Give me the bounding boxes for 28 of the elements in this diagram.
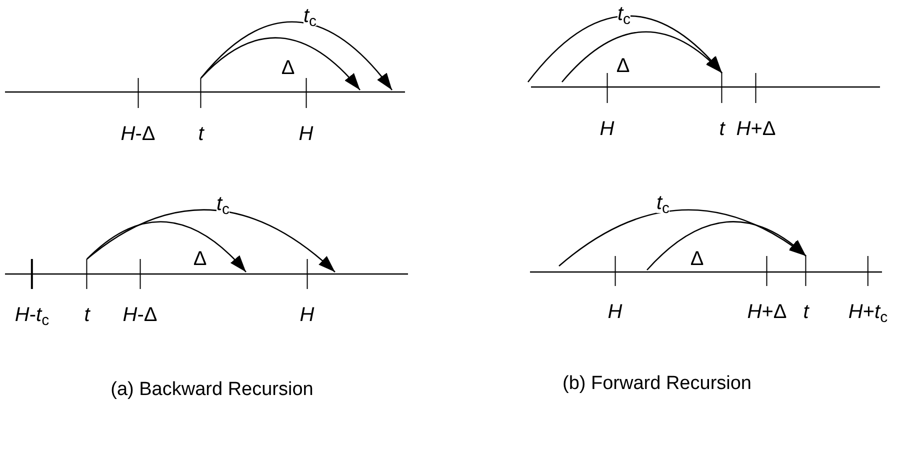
tick-label: H-t$_{c}$ bbox=[14, 305, 50, 325]
arc-arrow bbox=[200, 37, 360, 90]
arc-arrow bbox=[86, 209, 336, 272]
tick-label: H-Δ bbox=[122, 305, 158, 325]
arc-arrow bbox=[528, 15, 722, 82]
tick-label: t bbox=[719, 119, 725, 139]
tick-label: H bbox=[600, 119, 614, 139]
edge-label: t$_{c}$ bbox=[617, 4, 631, 24]
tick-label: H+Δ bbox=[747, 302, 787, 322]
tick-label: t bbox=[803, 302, 809, 322]
tick-label: H bbox=[300, 305, 314, 325]
tick-label: H bbox=[608, 302, 622, 322]
tick-label: H bbox=[298, 124, 314, 144]
arc-arrow bbox=[86, 221, 246, 272]
arc-arrow bbox=[200, 21, 392, 90]
caption: (b) Forward Recursion bbox=[562, 372, 752, 396]
edge-label: t$_{c}$ bbox=[216, 194, 230, 214]
arc-arrow bbox=[646, 221, 806, 270]
tick-label: H+Δ bbox=[736, 119, 776, 139]
tick-label: H+t$_{c}$ bbox=[848, 302, 888, 322]
arc-arrow bbox=[562, 31, 722, 82]
caption: (a) Backward Recursion bbox=[110, 378, 314, 402]
tick-label: t bbox=[84, 305, 90, 325]
tick-label: H-Δ bbox=[120, 124, 156, 144]
edge-label: t$_{c}$ bbox=[656, 193, 670, 213]
arc-arrow bbox=[558, 209, 806, 266]
edge-label: t$_{c}$ bbox=[303, 6, 317, 26]
tick-label: t bbox=[198, 124, 204, 144]
